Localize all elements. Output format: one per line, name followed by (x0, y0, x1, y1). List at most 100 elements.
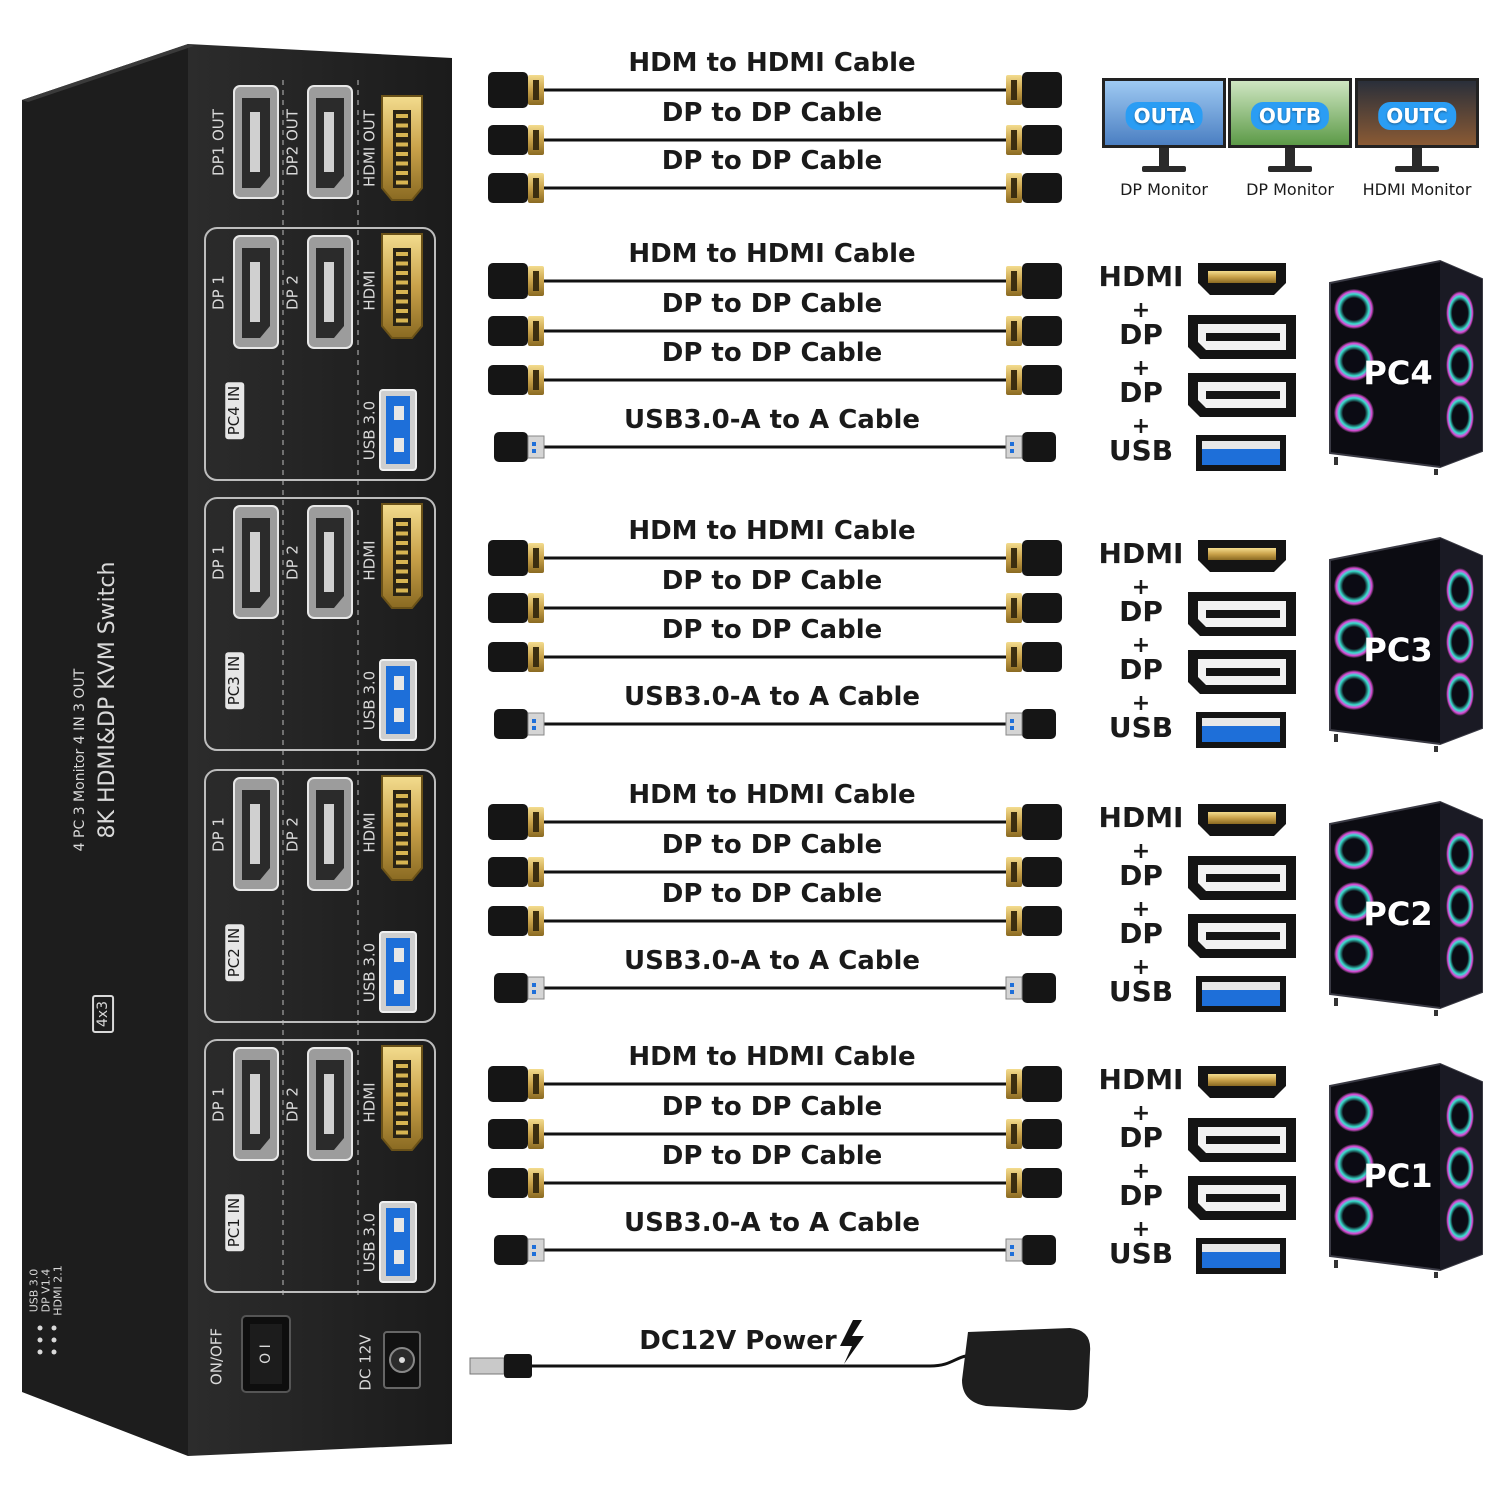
pc2-left-plug-2 (488, 857, 544, 887)
pc4-right-plug-3 (1006, 365, 1062, 395)
group4-dp2-label: DP 2 (283, 1086, 302, 1122)
output-cable-label-2: DP to DP Cable (661, 98, 883, 128)
pc1-port-icons (1188, 1066, 1296, 1274)
monitor-badge-1: OUTA (1125, 102, 1203, 130)
pc4-left-plug-3 (488, 365, 544, 395)
pc1-cable-label-1: HDM to HDMI Cable (628, 1042, 916, 1072)
pc4-tower (1329, 259, 1483, 475)
pc2-stack-4: + (1131, 897, 1151, 922)
pc4-cable-label-3: DP to DP Cable (661, 338, 883, 368)
pc-fan-3 (1334, 1196, 1374, 1236)
spec-dot-6 (37, 1325, 43, 1331)
group2-dp1-label: DP 1 (209, 544, 228, 580)
power-adapter (962, 1328, 1091, 1411)
group3-dp2-port (307, 777, 353, 891)
group1-hdmi-port (381, 233, 423, 339)
spec-dot-3 (51, 1337, 57, 1343)
pc2-cable-label-3: DP to DP Cable (661, 879, 883, 909)
pc3-stack-5: DP (1119, 653, 1163, 686)
pc3-left-plug-3 (488, 642, 544, 672)
power-label: DC12V Power (639, 1326, 837, 1356)
pc1-tower (1329, 1062, 1483, 1278)
pc3-stack-4: + (1131, 633, 1151, 658)
pc-fan-3 (1334, 670, 1374, 710)
group1-hdmi-label: HDMI (360, 269, 379, 311)
group4-name-label: PC1 IN (225, 1193, 245, 1251)
group4-hdmi-port (381, 1045, 423, 1151)
group3-usb-port (379, 931, 417, 1013)
dp1-out-port (233, 85, 279, 199)
pc2-left-plug-3 (488, 906, 544, 936)
pc1-stack-3: DP (1119, 1121, 1163, 1154)
group4-dp1-port (233, 1047, 279, 1161)
pc1-stack-4: + (1131, 1159, 1151, 1184)
spec-dot-2 (37, 1349, 43, 1355)
input-group-frame-4 (204, 1039, 436, 1293)
pc1-right-plug-4 (1005, 1235, 1056, 1265)
pc4-left-plug-2 (488, 316, 544, 346)
pc1-left-plug-2 (488, 1119, 544, 1149)
monitor-badge-2: OUTB (1250, 102, 1330, 130)
pc4-right-plug-4 (1005, 432, 1056, 462)
group2-dp2-port (307, 505, 353, 619)
dp2-out-port (307, 85, 353, 199)
pc2-tower (1329, 800, 1483, 1016)
pc2-right-plug-3 (1006, 906, 1062, 936)
pc1-badge: PC1 (1363, 1157, 1433, 1195)
monitor-stand (1285, 148, 1295, 166)
group1-dp1-label: DP 1 (209, 274, 228, 310)
device-top-edge (22, 44, 194, 102)
group3-hdmi-label: HDMI (360, 811, 379, 853)
pc1-cable-label-4: USB3.0-A to A Cable (624, 1208, 920, 1238)
pc3-tower (1329, 536, 1483, 752)
group3-dp2-label: DP 2 (283, 816, 302, 852)
pc3-cable-label-4: USB3.0-A to A Cable (624, 682, 920, 712)
pc4-cable-label-1: HDM to HDMI Cable (628, 239, 916, 269)
pc1-stack-6: + (1131, 1217, 1151, 1242)
monitor-label-3: HDMI Monitor (1362, 180, 1472, 199)
pc1-right-plug-1 (1006, 1066, 1062, 1102)
output-right-plug-3 (1006, 173, 1062, 203)
group2-dp2-label: DP 2 (283, 544, 302, 580)
dp1-out-label: DP1 OUT (209, 108, 228, 176)
pc-fan-1 (1334, 289, 1374, 329)
pc1-left-plug-3 (488, 1168, 544, 1198)
group1-dp2-port (307, 235, 353, 349)
output-cable-label-1: HDM to HDMI Cable (628, 48, 916, 78)
pc2-cable-label-2: DP to DP Cable (661, 830, 883, 860)
output-right-plug-1 (1006, 72, 1062, 108)
pc2-cable-label-1: HDM to HDMI Cable (628, 780, 916, 810)
pc4-stack-5: DP (1119, 376, 1163, 409)
pc3-port-icons (1188, 540, 1296, 748)
group3-hdmi-port (381, 775, 423, 881)
group2-hdmi-label: HDMI (360, 539, 379, 581)
pc2-stack-5: DP (1119, 917, 1163, 950)
pc1-right-plug-2 (1006, 1119, 1062, 1149)
pc4-cable-label-2: DP to DP Cable (661, 289, 883, 319)
group1-name-label: PC4 IN (225, 381, 245, 439)
pc1-left-plug-1 (488, 1066, 544, 1102)
pc3-left-plug-2 (488, 593, 544, 623)
pc4-left-plug-4 (494, 432, 545, 462)
pc-fan-2 (1334, 618, 1374, 658)
pc-fan-3 (1334, 934, 1374, 974)
hdmi-out-port (381, 95, 423, 201)
pc4-stack-6: + (1131, 414, 1151, 439)
pc4-left-plug-1 (488, 263, 544, 299)
pc1-stack-2: + (1131, 1101, 1151, 1126)
pc2-left-plug-1 (488, 804, 544, 840)
pc4-port-icons (1188, 263, 1296, 471)
pc2-stack-3: DP (1119, 859, 1163, 892)
group3-dp1-label: DP 1 (209, 816, 228, 852)
output-left-plug-3 (488, 173, 544, 203)
pc1-right-plug-3 (1006, 1168, 1062, 1198)
monitor-badge-3: OUTC (1378, 102, 1456, 130)
on-off-label: ON/OFF (207, 1327, 226, 1385)
output-left-plug-2 (488, 125, 544, 155)
pc-fan-2 (1334, 341, 1374, 381)
group3-dp1-port (233, 777, 279, 891)
lightning-icon (840, 1320, 864, 1364)
hdmi-out-label: HDMI OUT (360, 109, 379, 187)
monitor-stand (1159, 148, 1169, 166)
